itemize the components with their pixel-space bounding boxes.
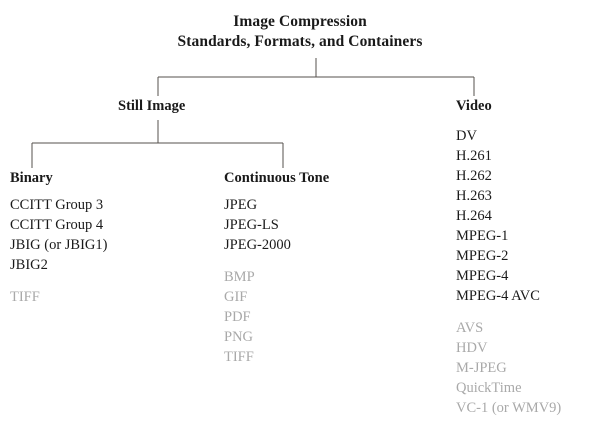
list-item: GIF [224, 289, 248, 305]
list-item: VC-1 (or WMV9) [456, 400, 562, 416]
list-item: AVS [456, 320, 484, 336]
column-continuous-tone: Continuous Tone JPEG JPEG-LS JPEG-2000 BMP… [224, 170, 329, 367]
list-item: CCITT Group 3 [10, 197, 104, 213]
list-item: JPEG-LS [224, 217, 279, 233]
column-heading-continuous-tone: Continuous Tone [224, 170, 330, 186]
list-item: MPEG-1 [456, 228, 509, 244]
list-item: H.262 [456, 168, 492, 184]
list-item: JBIG2 [10, 257, 48, 273]
column-binary: Binary CCITT Group 3 CCITT Group 4 JBIG (o… [10, 170, 107, 307]
page-title-line-1: Image Compression [233, 13, 367, 30]
list-item: H.263 [456, 188, 492, 204]
list-item: TIFF [10, 289, 40, 305]
list-item: PNG [224, 329, 254, 345]
page-title: Image Compression Standards, Formats, an… [0, 12, 600, 52]
binary-group-separator [10, 275, 107, 287]
continuous-tone-primary-list: JPEG JPEG-LS JPEG-2000 [224, 195, 329, 255]
branch-heading-video: Video [456, 98, 492, 114]
branch-heading-still-image: Still Image [118, 98, 186, 114]
video-group-separator [456, 306, 561, 318]
list-item: MPEG-4 [456, 268, 509, 284]
list-item: BMP [224, 269, 255, 285]
column-heading-binary: Binary [10, 170, 53, 186]
list-item: H.264 [456, 208, 492, 224]
continuous-tone-muted-list: BMP GIF PDF PNG TIFF [224, 267, 329, 367]
list-item: H.261 [456, 148, 492, 164]
list-item: M-JPEG [456, 360, 507, 376]
list-item: CCITT Group 4 [10, 217, 104, 233]
continuous-tone-group-separator [224, 255, 329, 267]
binary-primary-list: CCITT Group 3 CCITT Group 4 JBIG (or JBIG1… [10, 195, 107, 275]
list-item: JBIG (or JBIG1) [10, 237, 108, 253]
list-item: DV [456, 128, 477, 144]
page-title-line-2: Standards, Formats, and Containers [177, 33, 423, 50]
list-item: MPEG-2 [456, 248, 509, 264]
list-item: JPEG-2000 [224, 237, 291, 253]
list-item: TIFF [224, 349, 254, 365]
list-item: PDF [224, 309, 251, 325]
list-item: JPEG [224, 197, 258, 213]
binary-muted-list: TIFF [10, 287, 107, 307]
list-item: MPEG-4 AVC [456, 288, 540, 304]
list-item: HDV [456, 340, 488, 356]
list-item: QuickTime [456, 380, 522, 396]
